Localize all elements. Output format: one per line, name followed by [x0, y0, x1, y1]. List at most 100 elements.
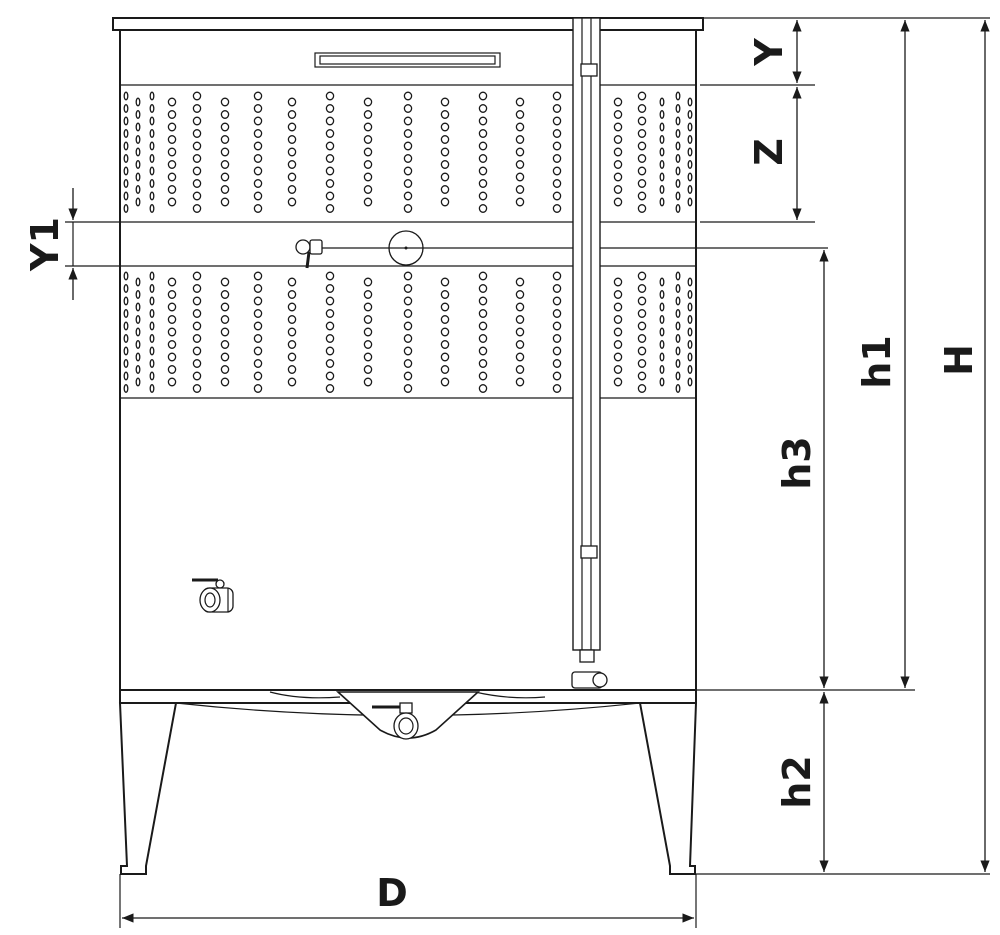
jacket-dimple	[220, 315, 230, 324]
jacket-dimple	[637, 296, 647, 306]
jacket-dimple	[123, 346, 129, 356]
jacket-dimple	[552, 116, 562, 126]
jacket-dimple	[192, 296, 202, 306]
jacket-dimple	[220, 147, 230, 157]
jacket-dimple	[253, 346, 263, 356]
jacket-dimple	[552, 141, 562, 151]
jacket-dimple	[325, 141, 335, 151]
ball-valve-icon	[192, 578, 234, 613]
jacket-dimple	[253, 129, 263, 138]
jacket-dimple	[325, 371, 335, 381]
jacket-dimple	[253, 104, 263, 113]
jacket-dimple	[478, 104, 488, 113]
jacket-dimple	[253, 384, 263, 393]
jacket-dimple	[253, 284, 263, 293]
jacket-dimple	[363, 302, 373, 312]
jacket-dimple	[167, 315, 177, 324]
jacket-dimple	[613, 302, 623, 312]
jacket-dimple	[440, 277, 450, 287]
jacket-dimple	[253, 334, 263, 343]
jacket-dimple	[325, 271, 335, 281]
jacket-dimple	[287, 135, 297, 144]
jacket-dimple	[675, 271, 681, 281]
jacket-dimple	[192, 129, 202, 138]
jacket-dimple	[149, 204, 155, 213]
jacket-dimple	[478, 284, 488, 293]
jacket-dimple	[675, 384, 681, 393]
jacket-dimple	[192, 154, 202, 163]
jacket-dimple	[403, 166, 413, 176]
jacket-dimple	[659, 135, 665, 144]
jacket-dimple	[613, 365, 623, 374]
jacket-dimple	[659, 290, 665, 299]
jacket-dimple	[613, 290, 623, 299]
jacket-dimple	[440, 110, 450, 119]
jacket-dimple	[478, 129, 488, 138]
jacket-dimple	[123, 129, 129, 138]
jacket-dimple	[440, 135, 450, 144]
jacket-dimple	[687, 122, 693, 132]
jacket-dimple	[325, 334, 335, 343]
jacket-dimple	[637, 321, 647, 331]
jacket-dimple	[515, 110, 525, 119]
jacket-dimple	[637, 191, 647, 201]
jacket-dimple	[552, 334, 562, 343]
jacket-dimple	[637, 204, 647, 213]
jacket-dimple	[135, 147, 141, 157]
jacket-dimple	[192, 321, 202, 331]
jacket-dimple	[440, 172, 450, 182]
jacket-dimple	[675, 204, 681, 213]
jacket-dimple	[149, 321, 155, 331]
jacket-dimple	[515, 122, 525, 132]
jacket-dimple	[613, 172, 623, 182]
jacket-dimple	[478, 91, 488, 101]
jacket-dimple	[478, 204, 488, 213]
jacket-dimple	[287, 185, 297, 194]
jacket-dimple	[325, 191, 335, 201]
jacket-dimple	[515, 135, 525, 144]
jacket-dimple	[192, 334, 202, 343]
jacket-dimple	[363, 122, 373, 132]
jacket-dimple	[613, 277, 623, 287]
tank-stand	[118, 689, 698, 875]
jacket-dimple	[659, 122, 665, 132]
jacket-dimple	[135, 365, 141, 374]
jacket-dimple	[687, 327, 693, 337]
jacket-dimple	[515, 97, 525, 107]
jacket-dimple	[253, 141, 263, 151]
jacket-dimple	[613, 135, 623, 144]
jacket-dimple	[659, 197, 665, 207]
jacket-dimple	[167, 290, 177, 299]
jacket-dimple	[552, 384, 562, 393]
jacket-dimple	[363, 147, 373, 157]
jacket-dimple	[123, 271, 129, 281]
jacket-dimple	[192, 141, 202, 151]
jacket-dimple	[363, 172, 373, 182]
jacket-dimple	[167, 110, 177, 119]
jacket-dimple	[167, 172, 177, 182]
jacket-dimple	[687, 290, 693, 299]
jacket-dimple	[440, 327, 450, 337]
jacket-dimple	[403, 384, 413, 393]
jacket-dimple	[192, 359, 202, 368]
jacket-dimple	[363, 97, 373, 107]
jacket-dimple	[478, 116, 488, 126]
jacket-dimple	[325, 359, 335, 368]
jacket-dimple	[287, 197, 297, 207]
jacket-dimple	[325, 321, 335, 331]
jacket-dimple	[149, 179, 155, 188]
label-h1: h1	[855, 335, 899, 389]
jacket-dimple	[253, 321, 263, 331]
jacket-dimple	[675, 116, 681, 126]
jacket-dimple	[192, 116, 202, 126]
jacket-dimple	[515, 185, 525, 194]
jacket-dimple	[659, 365, 665, 374]
jacket-dimple	[123, 384, 129, 393]
jacket-dimple	[675, 359, 681, 368]
jacket-dimple	[363, 110, 373, 119]
jacket-dimple	[253, 154, 263, 163]
jacket-dimple	[675, 296, 681, 306]
jacket-dimple	[325, 179, 335, 188]
jacket-dimple	[135, 315, 141, 324]
jacket-dimple	[515, 172, 525, 182]
